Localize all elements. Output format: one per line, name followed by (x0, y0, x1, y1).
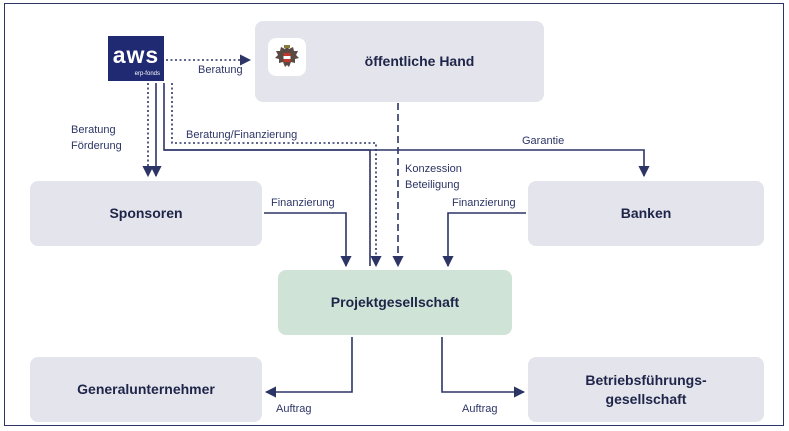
edge-label-konzession: Konzession (405, 163, 462, 175)
edge-label-auftrag-contractor: Auftrag (276, 403, 312, 415)
diagram-frame (4, 3, 784, 426)
node-project-company: Projektgesellschaft (278, 270, 512, 335)
edge-project-contractor (264, 337, 353, 398)
edge-label-auftrag-operator: Auftrag (462, 403, 498, 415)
edge-label-beratung-foerderung-2: Förderung (71, 140, 122, 152)
edge-label-beratung-finanzierung: Beratung/Finanzierung (186, 129, 298, 141)
edge-aws-project-advice (171, 83, 382, 268)
aws-logo-subtext: erp-fonds (134, 71, 160, 77)
edge-label-finanzierung-sponsors: Finanzierung (271, 197, 335, 209)
edge-label-finanzierung-banks: Finanzierung (452, 197, 516, 209)
edge-aws-project (164, 149, 371, 266)
edge-aws-banks (163, 83, 650, 178)
node-operating-company-label-line1: Betriebsführungs- (585, 371, 707, 388)
node-sponsors-label: Sponsoren (109, 205, 183, 221)
node-public-sector-label: öffentliche Hand (364, 53, 475, 69)
node-sponsors: Sponsoren (30, 181, 262, 246)
node-general-contractor-label: Generalunternehmer (77, 381, 215, 397)
austrian-eagle-emblem-icon (268, 38, 306, 76)
node-operating-company: Betriebsführungs- gesellschaft (528, 357, 764, 422)
node-banks: Banken (528, 181, 764, 246)
edge-banks-project (442, 212, 526, 268)
edge-label-beratung-foerderung-1: Beratung (71, 124, 116, 136)
edge-label-beratung: Beratung (198, 64, 243, 76)
node-general-contractor: Generalunternehmer (30, 357, 262, 422)
node-project-company-label: Projektgesellschaft (330, 294, 460, 310)
edge-sponsors-project (264, 212, 352, 268)
node-banks-label: Banken (620, 205, 672, 221)
edge-label-beteiligung: Beteiligung (405, 179, 460, 191)
aws-logo-icon: aws erp-fonds (108, 36, 164, 81)
aws-logo-text: aws (112, 42, 160, 68)
edge-project-operator (441, 337, 526, 398)
edge-label-garantie: Garantie (522, 135, 565, 147)
node-operating-company-label-line2: gesellschaft (605, 390, 687, 407)
